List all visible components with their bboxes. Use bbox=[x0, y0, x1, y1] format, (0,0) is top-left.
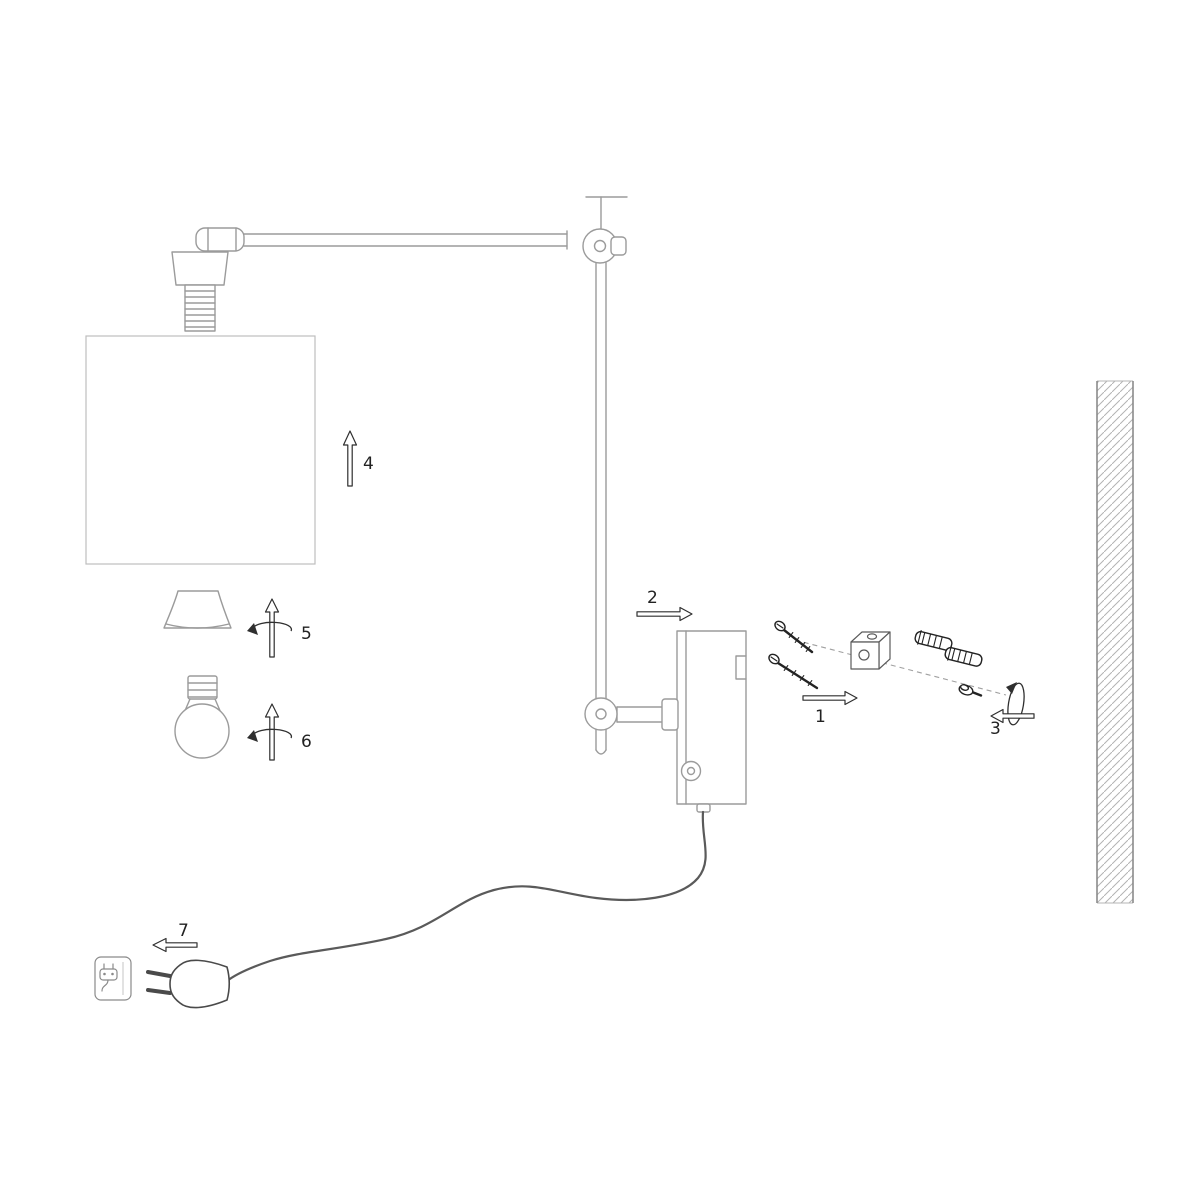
dashed-guide-line bbox=[794, 639, 1007, 696]
up-arrow-icon bbox=[264, 598, 280, 658]
step-1-label: 1 bbox=[815, 707, 826, 727]
rotate-icon bbox=[252, 728, 293, 739]
plug-pictogram bbox=[94, 956, 132, 1001]
wall-plug-icon bbox=[944, 646, 983, 667]
swing-arm-assembly bbox=[195, 196, 628, 755]
power-cord bbox=[225, 810, 707, 983]
rotate-icon bbox=[1007, 682, 1025, 726]
cord-grommet bbox=[696, 803, 711, 813]
right-arrow-icon bbox=[636, 606, 693, 622]
step-5-rotation-arrow: 5 bbox=[247, 598, 312, 658]
step-3-bolt: 3 bbox=[958, 682, 1035, 739]
lamp-socket-holder bbox=[171, 251, 229, 332]
up-arrow-icon bbox=[342, 430, 358, 487]
mounting-bracket bbox=[850, 631, 891, 670]
wall-mount-box bbox=[676, 630, 747, 813]
bulb-glass bbox=[174, 703, 230, 759]
step-4-arrow: 4 bbox=[342, 430, 374, 487]
rotate-icon bbox=[252, 621, 293, 632]
bolt-icon bbox=[970, 690, 983, 697]
step-4-label: 4 bbox=[363, 454, 374, 474]
up-arrow-icon bbox=[264, 703, 280, 761]
plug-pin bbox=[146, 988, 172, 995]
lower-joint bbox=[584, 697, 679, 731]
light-bulb bbox=[174, 675, 230, 759]
arm-end-cylinder bbox=[195, 227, 245, 252]
wall-plug-icon bbox=[914, 630, 953, 651]
plug-pin bbox=[146, 970, 172, 978]
step-2-arrow: 2 bbox=[636, 588, 693, 622]
step-6-rotation-arrow: 6 bbox=[247, 703, 312, 761]
step-7-label: 7 bbox=[178, 921, 189, 941]
wall-section bbox=[1096, 380, 1134, 904]
screw-icon bbox=[782, 628, 814, 654]
mounting-screws bbox=[768, 620, 819, 690]
left-arrow-icon bbox=[990, 708, 1035, 724]
lampshade-outline bbox=[85, 335, 316, 565]
step-6-label: 6 bbox=[301, 732, 312, 752]
power-plug bbox=[146, 959, 231, 1009]
step-2-label: 2 bbox=[647, 588, 658, 608]
right-arrow-icon bbox=[802, 690, 858, 706]
wall-plugs bbox=[914, 630, 983, 667]
left-arrow-icon bbox=[152, 937, 198, 953]
screw-icon bbox=[776, 661, 819, 690]
shade-ring bbox=[163, 590, 232, 629]
step-1-arrow: 1 bbox=[802, 690, 858, 727]
step-5-label: 5 bbox=[301, 624, 312, 644]
keyhole-notch bbox=[735, 655, 747, 680]
step-7-arrow: 7 bbox=[152, 921, 198, 953]
step-3-label: 3 bbox=[990, 719, 1001, 739]
